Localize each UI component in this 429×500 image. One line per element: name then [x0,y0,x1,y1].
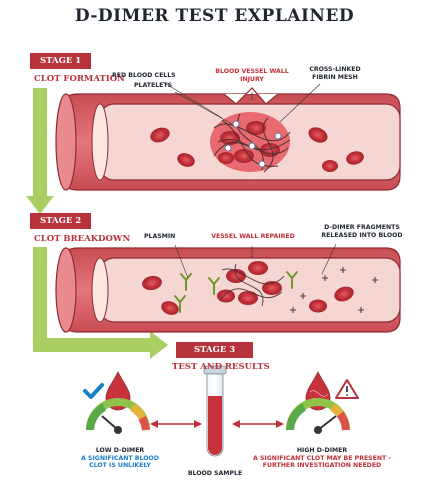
label-low-ddimer: LOW D-DIMER A SIGNIFICANT BLOOD CLOT IS … [81,447,159,469]
label-high-ddimer: HIGH D-DIMER A SIGNIFICANT CLOT MAY BE P… [253,447,391,469]
plasmin-molecules [174,271,298,313]
page-title: D-DIMER TEST EXPLAINED [74,6,355,26]
ddimer-fragments [290,267,378,313]
label-red-blood-cells: RED BLOOD CELLS [112,72,176,79]
double-arrow-left [150,420,202,428]
flow-arrow-1 [26,88,54,214]
label-fibrin-mesh: CROSS-LINKED FIBRIN MESH [309,66,361,81]
stage3-tag: STAGE 3 [176,342,254,358]
label-vessel-injury: BLOOD VESSEL WALL INJURY [215,68,289,83]
test-tube-icon [203,365,227,457]
rbc-group-1 [150,127,364,172]
label-ddimer-fragments: D-DIMER FRAGMENTS RELEASED INTO BLOOD [321,224,403,239]
clot-stage1 [210,112,291,173]
flow-arrow-2 [33,247,168,359]
stage2-subtitle: CLOT BREAKDOWN [34,234,131,244]
stage2-tag: STAGE 2 [30,213,92,229]
rbc-group-2 [142,275,354,315]
label-blood-sample: BLOOD SAMPLE [187,470,243,477]
low-result-graphic [86,371,150,434]
warning-icon [335,379,359,399]
high-result-graphic [286,371,350,434]
stage1-tag: STAGE 1 [30,53,92,69]
double-arrow-right [232,420,284,428]
clot-stage2 [217,261,285,307]
label-platelets: PLATELETS [134,82,173,89]
label-vessel-repaired: VESSEL WALL REPAIRED [211,233,295,240]
label-plasmin: PLASMIN [144,233,176,240]
stage3-subtitle: TEST AND RESULTS [172,362,270,372]
stage1-subtitle: CLOT FORMATION [34,74,125,84]
checkmark-icon [83,383,104,399]
leader-lines [162,81,337,279]
